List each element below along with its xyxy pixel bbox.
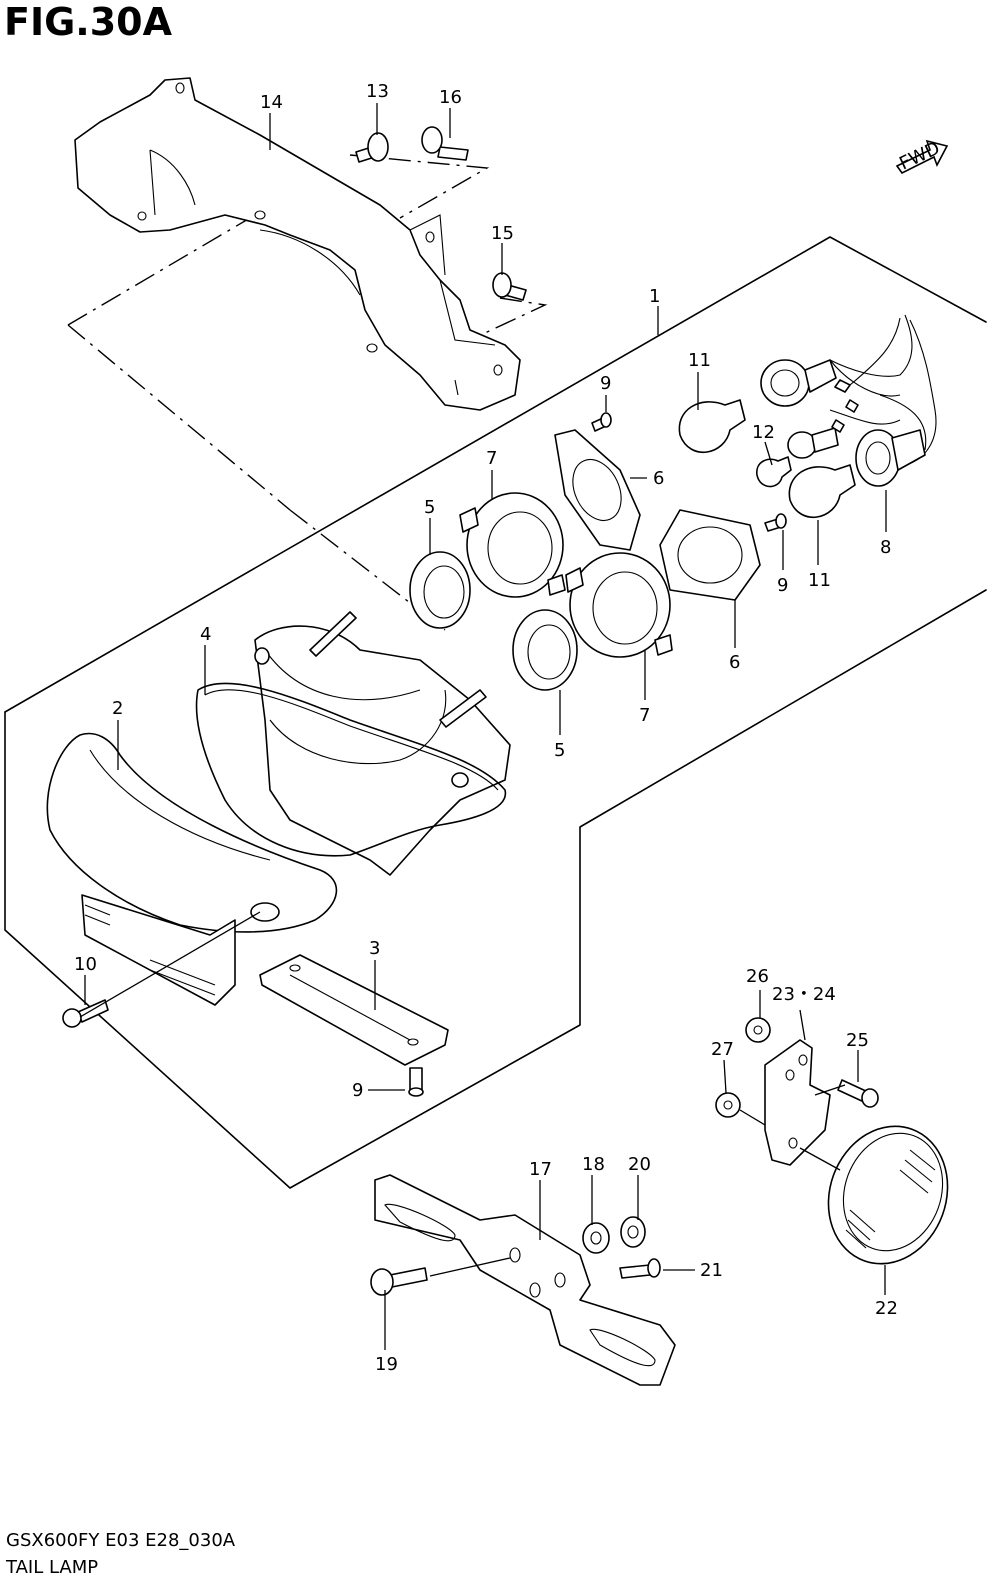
callout-2: 2 [112, 698, 123, 719]
callout-18: 18 [582, 1154, 605, 1175]
ring-7-lower [565, 552, 673, 658]
reflector-22 [827, 1125, 949, 1265]
screw-19 [370, 1267, 428, 1296]
callout-15: 15 [491, 223, 514, 244]
callout-14: 14 [260, 92, 283, 113]
figure-title: FIG.30A [4, 0, 173, 44]
callout-27: 27 [711, 1039, 734, 1060]
gasket-6-lower [659, 509, 761, 601]
callout-26: 26 [746, 966, 769, 987]
callout-22: 22 [875, 1298, 898, 1319]
seal-4 [195, 682, 507, 857]
bolt-15 [492, 272, 527, 301]
bolt-21 [619, 1258, 661, 1279]
callout-21: 21 [700, 1260, 723, 1281]
ring-5-upper [409, 551, 471, 629]
callout-labels: 1 2 3 4 5 5 6 6 7 7 8 9 9 9 10 11 11 12 … [74, 81, 898, 1375]
callout-1: 1 [649, 286, 660, 307]
nut-27 [715, 1092, 741, 1118]
callout-6-lower: 6 [729, 652, 740, 673]
callout-6-upper: 6 [653, 468, 664, 489]
callout-12: 12 [752, 422, 775, 443]
leader-lines [79, 103, 887, 1350]
fwd-label: FWD [896, 138, 943, 175]
ring-7-upper [459, 492, 566, 598]
license-bracket-17 [374, 1174, 676, 1386]
nut-20 [620, 1216, 646, 1248]
callout-5-upper: 5 [424, 497, 435, 518]
callout-9-mid: 9 [777, 575, 788, 596]
callout-7-upper: 7 [486, 448, 497, 469]
nut-26 [745, 1017, 771, 1043]
ring-5-lower [512, 609, 578, 691]
washer-18 [582, 1222, 610, 1254]
bulb-12 [756, 456, 792, 488]
plate-3 [259, 954, 449, 1066]
callout-3: 3 [369, 938, 380, 959]
callout-5-lower: 5 [554, 740, 565, 761]
callout-11-lower: 11 [808, 570, 831, 591]
callout-13: 13 [366, 81, 389, 102]
bolt-13 [355, 132, 389, 163]
callout-19: 19 [375, 1354, 398, 1375]
screw-9-upper [591, 412, 612, 432]
screw-9-mid [764, 513, 787, 532]
callout-11-upper: 11 [688, 350, 711, 371]
assembly-outline [4, 236, 987, 1189]
callout-7-lower: 7 [639, 705, 650, 726]
screw-25 [837, 1079, 879, 1108]
callout-10: 10 [74, 954, 97, 975]
reflector-bracket-23-24 [764, 1039, 831, 1166]
callout-9-upper: 9 [600, 373, 611, 394]
bolt-16 [421, 126, 469, 161]
callout-17: 17 [529, 1159, 552, 1180]
callout-23-24: 23・24 [772, 984, 836, 1005]
lens-2 [46, 732, 338, 1006]
callout-20: 20 [628, 1154, 651, 1175]
callout-8: 8 [880, 537, 891, 558]
figure-name: TAIL LAMP [6, 1557, 99, 1578]
lamp-housing [254, 611, 511, 876]
gasket-6-upper [554, 429, 641, 551]
callout-4: 4 [200, 624, 211, 645]
bulb-11-upper [678, 399, 746, 453]
screw-9-lower [408, 1067, 424, 1097]
fwd-arrow-icon: FWD [895, 138, 949, 175]
bracket-14 [74, 77, 521, 411]
figure-code: GSX600FY E03 E28_030A [6, 1530, 236, 1551]
bulb-11-lower [788, 464, 856, 518]
callout-9-lower: 9 [352, 1080, 363, 1101]
callout-25: 25 [846, 1030, 869, 1051]
callout-16: 16 [439, 87, 462, 108]
socket-harness-8 [760, 314, 937, 487]
